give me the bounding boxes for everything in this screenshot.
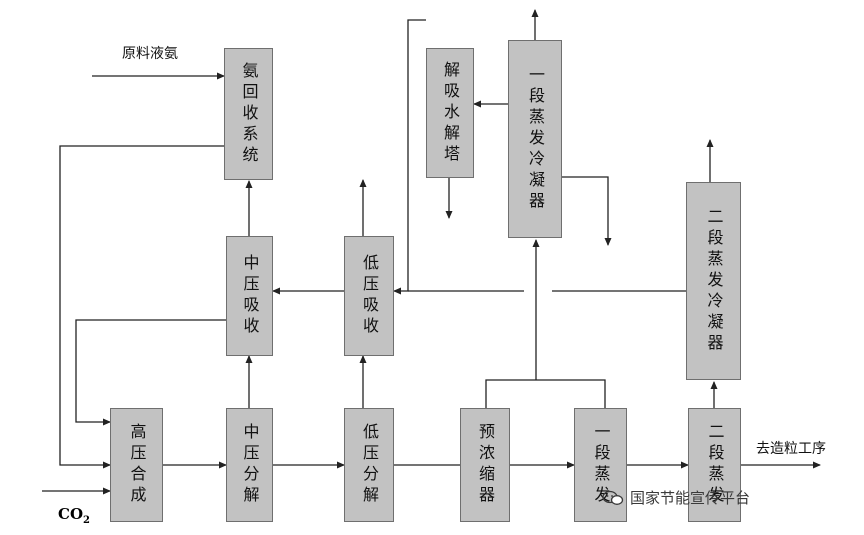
- stage1-evaporation-label: 一段蒸发: [591, 423, 611, 507]
- pre-concentrator-label: 预浓缩器: [476, 423, 495, 507]
- low-pressure-decomposition-box: 低压分解: [344, 408, 394, 522]
- mid-pressure-absorption-box: 中压吸收: [226, 236, 273, 356]
- wechat-icon: [602, 490, 624, 505]
- watermark-text: 国家节能宣传平台: [630, 489, 751, 507]
- line-midabs-to-synthesis: [75, 319, 226, 426]
- low-pressure-absorption-label: 低压吸收: [360, 254, 379, 338]
- mid-pressure-absorption-label: 中压吸收: [240, 254, 260, 338]
- ammonia-recovery-box: 氨回收系统: [224, 48, 273, 180]
- stage1-evap-condenser-label: 一段蒸发冷凝器: [526, 65, 545, 213]
- mid-pressure-decomposition-label: 中压分解: [240, 423, 260, 507]
- stage2-evaporation-box: 二段蒸发: [688, 408, 741, 522]
- to-granulation-label: 去造粒工序: [756, 441, 826, 457]
- line-recovery-to-synthesis: [59, 145, 224, 469]
- ammonia-recovery-label: 氨回收系统: [239, 61, 259, 167]
- stage2-evap-condenser-box: 二段蒸发冷凝器: [686, 182, 741, 380]
- arrow-desorption-to-lowabs: [393, 19, 426, 295]
- co2-text: CO: [58, 505, 84, 523]
- high-pressure-synthesis-label: 高压合成: [127, 423, 147, 507]
- watermark: 国家节能宣传平台: [602, 487, 750, 508]
- mid-pressure-decomposition-box: 中压分解: [226, 408, 273, 522]
- high-pressure-synthesis-box: 高压合成: [110, 408, 163, 522]
- line-vapor-collector: [485, 379, 606, 408]
- desorption-hydrolysis-tower-box: 解吸水解塔: [426, 48, 474, 178]
- arrow-cond1-outlet: [562, 176, 612, 246]
- co2-subscript: 2: [83, 515, 90, 526]
- stage2-evap-condenser-label: 二段蒸发冷凝器: [704, 207, 724, 355]
- raw-liquid-ammonia-label: 原料液氨: [122, 46, 178, 62]
- desorption-hydrolysis-tower-label: 解吸水解塔: [441, 60, 460, 166]
- stage2-evaporation-label: 二段蒸发: [705, 423, 725, 507]
- low-pressure-decomposition-label: 低压分解: [360, 423, 379, 507]
- stage1-evap-condenser-box: 一段蒸发冷凝器: [508, 40, 562, 238]
- co2-label: CO2: [58, 505, 90, 526]
- pre-concentrator-box: 预浓缩器: [460, 408, 510, 522]
- low-pressure-absorption-box: 低压吸收: [344, 236, 394, 356]
